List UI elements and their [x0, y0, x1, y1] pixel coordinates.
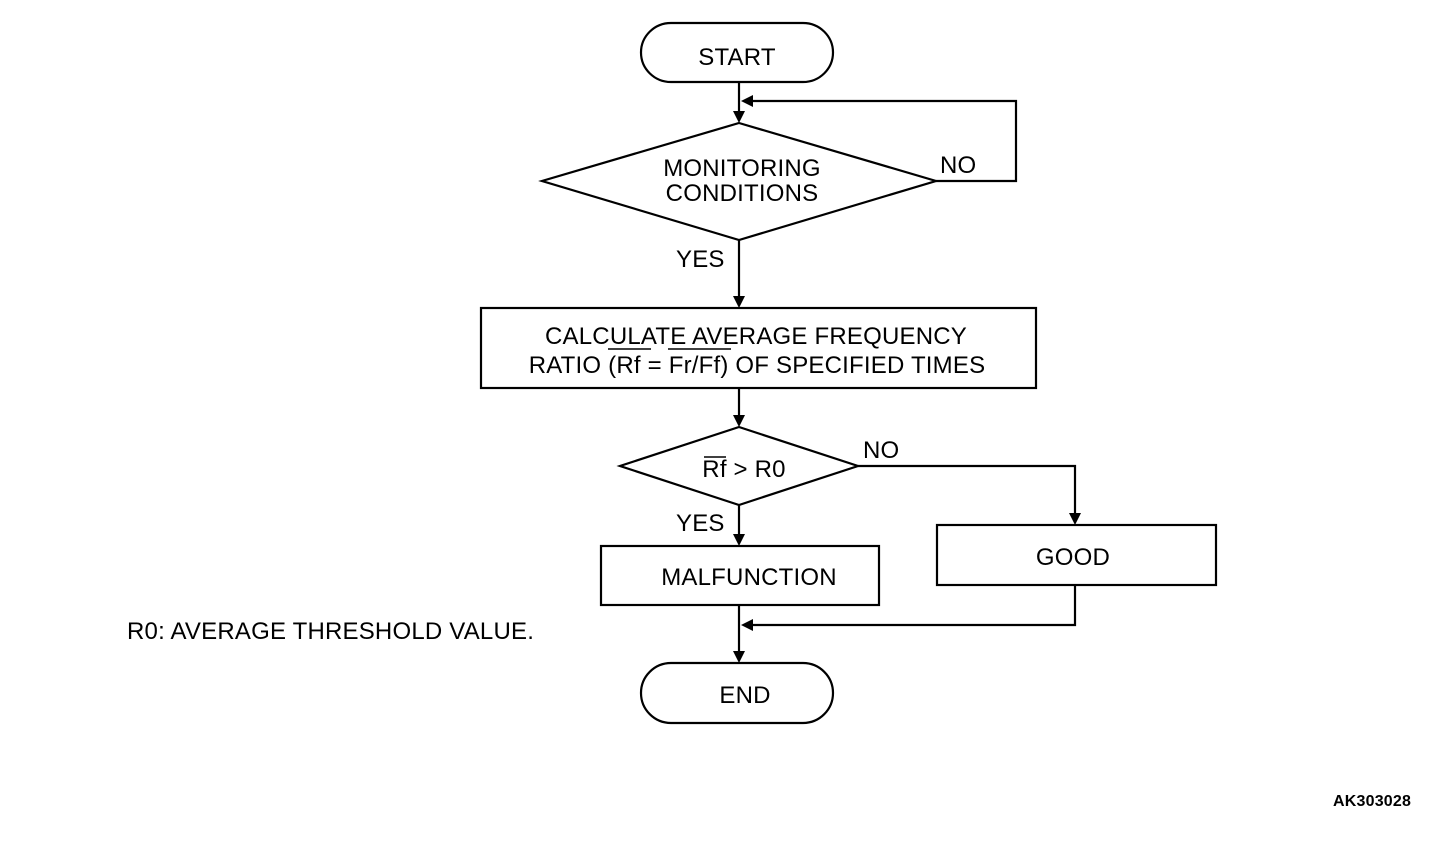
decision1-no-label: NO [940, 152, 977, 179]
connector-good-to-merge [752, 585, 1077, 627]
arrowhead-malfunction-top [733, 534, 745, 546]
end-terminal [639, 661, 835, 725]
start-terminal [639, 21, 835, 84]
start-label: START [698, 44, 776, 71]
decision2-no-label: NO [863, 437, 900, 464]
arrowhead-merge [741, 619, 753, 631]
process-rf-symbol: Rf [616, 352, 641, 379]
arrowhead-process-top [733, 296, 745, 308]
decision2-label: Rf > R0 [702, 458, 785, 482]
malfunction-label: MALFUNCTION [661, 564, 837, 591]
threshold-note: R0: AVERAGE THRESHOLD VALUE. [127, 618, 535, 645]
decision2-yes-label: YES [676, 510, 725, 537]
process-ratio-suffix: ) OF SPECIFIED TIMES [720, 352, 986, 379]
good-box [935, 523, 1218, 587]
decision2-comparison: > R0 [726, 456, 786, 483]
figure-code: AK303028 [1333, 793, 1412, 810]
decision1-yes-label: YES [676, 246, 725, 273]
process-ratio-prefix: RATIO ( [528, 352, 617, 379]
decision2-rf-symbol: Rf [702, 456, 727, 483]
decision1-label-line2: CONDITIONS [665, 180, 819, 207]
process-calculate-ratio [479, 306, 1038, 390]
end-label: END [719, 682, 771, 709]
process-fr-ff-symbol: Fr/Ff [668, 352, 721, 379]
process-equals: = [640, 352, 669, 379]
arrowhead-good-top [1069, 513, 1081, 525]
connector-loop-no [752, 99, 1018, 183]
process-label-line2: RATIO (Rf = Fr/Ff) OF SPECIFIED TIMES [529, 354, 986, 378]
arrowhead-end-top [733, 651, 745, 663]
process-label-line1: CALCULATE AVERAGE FREQUENCY [545, 323, 967, 350]
malfunction-box [599, 544, 881, 607]
arrowhead-decision1-top [733, 111, 745, 123]
decision1-label-line1: MONITORING [663, 155, 821, 182]
connector-no-to-good [858, 464, 1077, 514]
good-label: GOOD [1035, 544, 1111, 571]
arrowhead-loop-back [741, 95, 753, 107]
arrowhead-decision2-top [733, 415, 745, 427]
